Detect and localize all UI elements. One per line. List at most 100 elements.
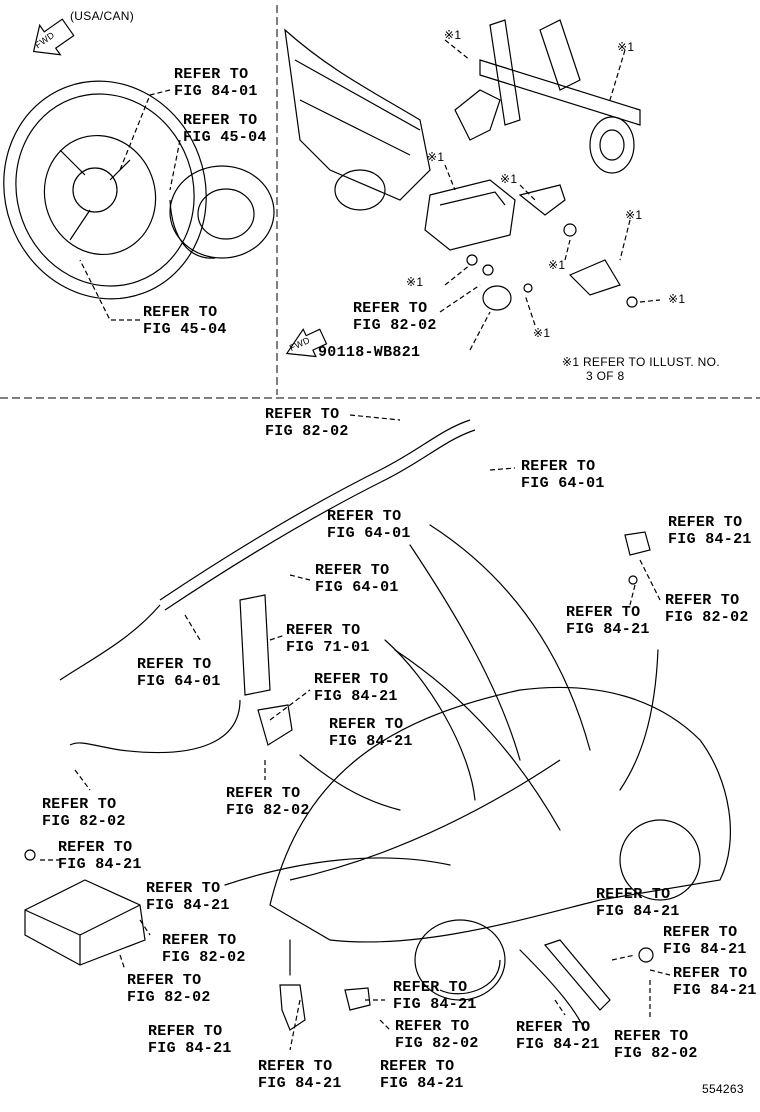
label-line1: REFER TO: [183, 112, 258, 129]
label-line2: FIG 71-01: [286, 639, 370, 656]
label-line1: REFER TO: [395, 1018, 470, 1035]
label-line1: REFER TO: [143, 304, 218, 321]
label-line2: FIG 82-02: [395, 1035, 479, 1052]
label-line1: REFER TO: [174, 66, 249, 83]
fwd-arrow-icon-top: [32, 18, 75, 56]
part-number-label[interactable]: 90118-WB821: [318, 344, 421, 361]
label-line1: REFER TO: [380, 1058, 455, 1075]
note-text: ※1 REFER TO ILLUST. NO. 3 OF 8: [562, 355, 720, 383]
label-line1: REFER TO: [329, 716, 404, 733]
label-line2: FIG 84-21: [258, 1075, 342, 1092]
note-mark-7: ※1: [406, 275, 424, 289]
label-line2: FIG 82-02: [226, 802, 310, 819]
label-line1: REFER TO: [566, 604, 641, 621]
label-line2: FIG 84-21: [58, 856, 142, 873]
label-line1: REFER TO: [148, 1023, 223, 1040]
label-line2: FIG 82-02: [42, 813, 126, 830]
label-line1: REFER TO: [286, 622, 361, 639]
note-mark-5: ※1: [625, 208, 643, 222]
label-line2: FIG 84-21: [393, 996, 477, 1013]
vehicle-illustration: [24, 414, 731, 1051]
label-line1: REFER TO: [315, 562, 390, 579]
label-line2: FIG 84-01: [174, 83, 258, 100]
label-line1: REFER TO: [58, 839, 133, 856]
label-line2: FIG 45-04: [183, 129, 267, 146]
label-line2: FIG 45-04: [143, 321, 227, 338]
label-line1: REFER TO: [127, 972, 202, 989]
fwd-arrow-icon-mid: [285, 328, 328, 358]
label-line1: REFER TO: [327, 508, 402, 525]
label-line2: FIG 84-21: [673, 982, 757, 999]
label-line2: FIG 82-02: [665, 609, 749, 626]
label-line1: REFER TO: [614, 1028, 689, 1045]
label-line1: REFER TO: [393, 979, 468, 996]
label-line1: REFER TO: [258, 1058, 333, 1075]
label-line1: REFER TO: [162, 932, 237, 949]
label-line2: FIG 84-21: [663, 941, 747, 958]
label-line2: FIG 84-21: [148, 1040, 232, 1057]
label-line1: REFER TO: [521, 458, 596, 475]
label-line1: REFER TO: [673, 965, 748, 982]
dashboard-illustration: [284, 19, 661, 358]
label-line2: FIG 64-01: [137, 673, 221, 690]
note-mark-9: ※1: [533, 326, 551, 340]
label-line1: REFER TO: [137, 656, 212, 673]
label-line2: FIG 84-21: [314, 688, 398, 705]
note-mark-4: ※1: [500, 172, 518, 186]
note-mark-6: ※1: [548, 258, 566, 272]
label-line1: REFER TO: [42, 796, 117, 813]
label-line1: REFER TO: [668, 514, 743, 531]
label-line2: FIG 84-21: [516, 1036, 600, 1053]
label-line2: FIG 84-21: [668, 531, 752, 548]
label-line2: FIG 82-02: [162, 949, 246, 966]
note-mark-2: ※1: [617, 40, 635, 54]
region-label: (USA/CAN): [70, 9, 135, 23]
label-line2: FIG 64-01: [315, 579, 399, 596]
label-line1: REFER TO: [516, 1019, 591, 1036]
label-line2: FIG 82-02: [265, 423, 349, 440]
label-line1: REFER TO: [663, 924, 738, 941]
label-line2: FIG 84-21: [146, 897, 230, 914]
label-line2: FIG 84-21: [566, 621, 650, 638]
label-line2: FIG 82-02: [353, 317, 437, 334]
illustration-number: 554263: [702, 1082, 744, 1096]
label-line1: REFER TO: [146, 880, 221, 897]
label-line1: REFER TO: [596, 886, 671, 903]
steering-wheel-illustration: [3, 18, 275, 321]
label-line1: REFER TO: [226, 785, 301, 802]
note-mark-8: ※1: [668, 292, 686, 306]
label-line2: FIG 82-02: [127, 989, 211, 1006]
